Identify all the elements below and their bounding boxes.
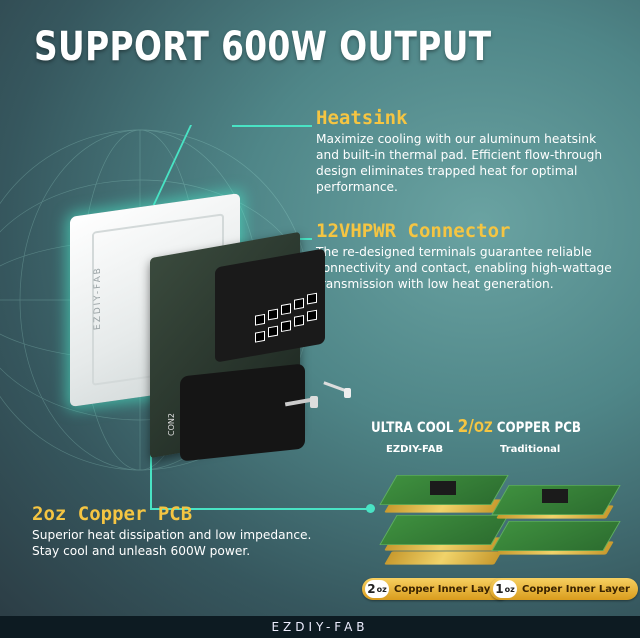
pcb-callout-line bbox=[150, 508, 370, 510]
connector-silkscreen-label: CON2 bbox=[166, 413, 176, 436]
pcb-stack-ezdiy bbox=[378, 465, 509, 575]
comparison-title: ULTRA COOL 2/OZ COPPER PCB bbox=[371, 416, 582, 437]
comparison-left-label: EZDIY-FAB bbox=[386, 444, 444, 455]
screw-head-icon bbox=[310, 396, 318, 408]
page-title: SUPPORT 600W OUTPUT bbox=[34, 24, 492, 70]
feature-heatsink: Heatsink Maximize cooling with our alumi… bbox=[316, 107, 616, 195]
feature-heading: 12VHPWR Connector bbox=[316, 220, 511, 242]
pcb-stack-traditional bbox=[490, 475, 621, 575]
heatsink-brand-text: EZDIY-FAB bbox=[92, 265, 103, 331]
feature-text: The re-designed terminals guarantee reli… bbox=[316, 245, 612, 291]
input-connector bbox=[180, 363, 305, 462]
comparison-right-label: Traditional bbox=[500, 444, 561, 455]
footer-brand: EZDIY-FAB bbox=[0, 616, 640, 638]
pcb-callout-line-vert bbox=[150, 440, 152, 508]
screw-head-icon bbox=[344, 388, 351, 398]
12vhpwr-connector bbox=[215, 248, 325, 363]
pcb-callout-dot bbox=[366, 504, 375, 513]
feature-text: Maximize cooling with our aluminum heats… bbox=[316, 132, 603, 194]
heatsink-callout-line bbox=[232, 125, 312, 127]
feature-connector: 12VHPWR Connector The re-designed termin… bbox=[316, 220, 616, 292]
feature-heading: Heatsink bbox=[316, 107, 408, 129]
feature-heading: 2oz Copper PCB bbox=[32, 503, 193, 525]
feature-text: Superior heat dissipation and low impeda… bbox=[32, 528, 312, 558]
connector-callout-line bbox=[290, 238, 312, 240]
feature-copper-pcb: 2oz Copper PCB Superior heat dissipation… bbox=[32, 503, 342, 559]
